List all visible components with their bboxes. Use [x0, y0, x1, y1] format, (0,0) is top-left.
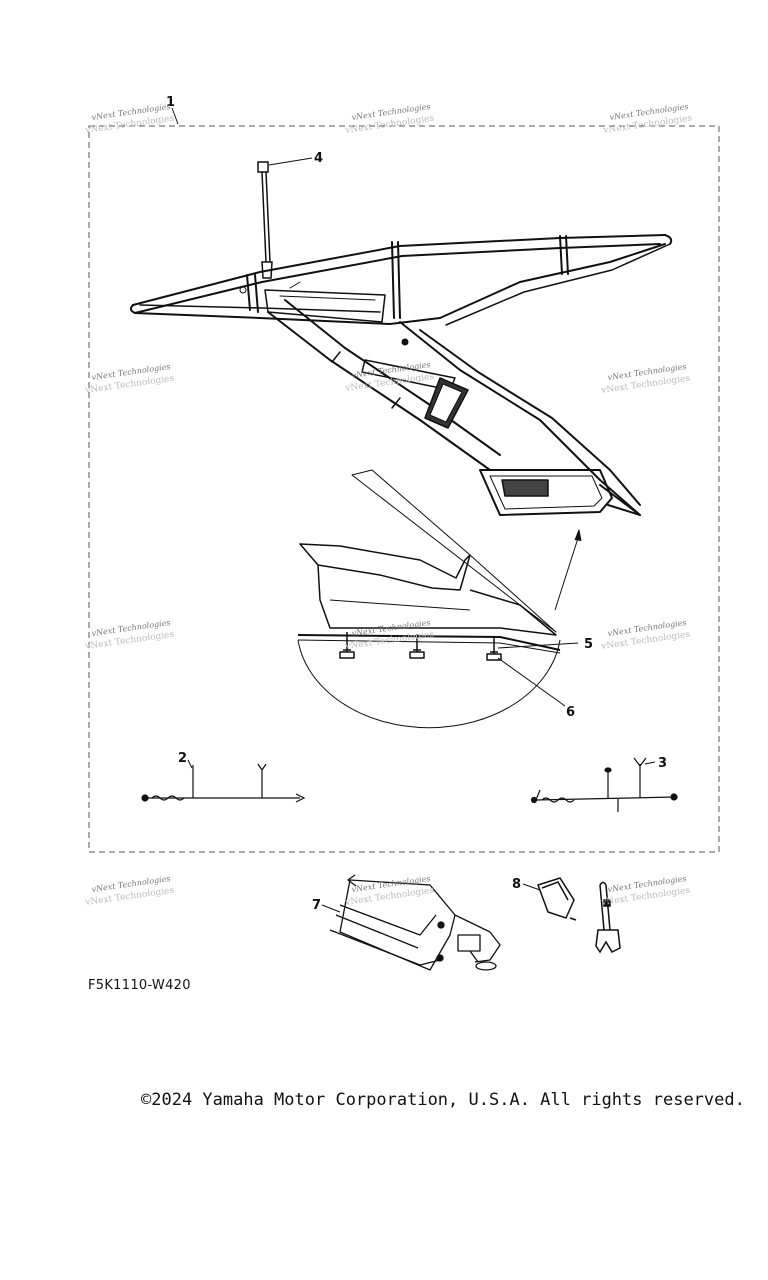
callout-6: 6: [566, 705, 575, 720]
callout-1: 1: [166, 95, 175, 110]
watermark: vNext Technologies vNext Technologies: [84, 618, 175, 652]
watermark: vNext Technologies vNext Technologies: [602, 102, 693, 136]
callout-5: 5: [584, 637, 593, 652]
antenna-post: [257, 161, 273, 279]
watermark: vNext Technologies vNext Technologies: [600, 618, 691, 652]
watermark: vNext Technologies vNext Technologies: [600, 362, 691, 396]
callout-7: 7: [312, 898, 321, 913]
watermark: vNext Technologies vNext Technologies: [344, 102, 435, 136]
mirror: [537, 877, 577, 921]
rack-bracket: [329, 874, 501, 971]
wire-harness-left: [141, 763, 306, 803]
tower-mount-assembly: [297, 469, 582, 729]
watermark-group: vNext Technologies vNext Technologies vN…: [84, 102, 693, 908]
callout-2: 2: [178, 751, 187, 766]
wire-harness-right: [530, 757, 678, 812]
leader-lines: [171, 107, 656, 913]
watermark: vNext Technologies vNext Technologies: [344, 618, 435, 652]
watermark: vNext Technologies vNext Technologies: [344, 874, 435, 908]
callout-4: 4: [314, 151, 323, 166]
watermark: vNext Technologies vNext Technologies: [600, 874, 691, 908]
callout-3: 3: [658, 756, 667, 771]
copyright-notice: ©2024 Yamaha Motor Corporation, U.S.A. A…: [141, 1090, 745, 1110]
assembly-boundary: [88, 125, 720, 853]
watermark: vNext Technologies vNext Technologies: [84, 102, 175, 136]
callout-8: 8: [512, 877, 521, 892]
rod-clip: [595, 881, 621, 954]
watermark: vNext Technologies vNext Technologies: [84, 874, 175, 908]
diagram-code: F5K1110-W420: [88, 978, 191, 993]
wake-tower-frame: [129, 234, 673, 516]
watermark: vNext Technologies vNext Technologies: [84, 362, 175, 396]
